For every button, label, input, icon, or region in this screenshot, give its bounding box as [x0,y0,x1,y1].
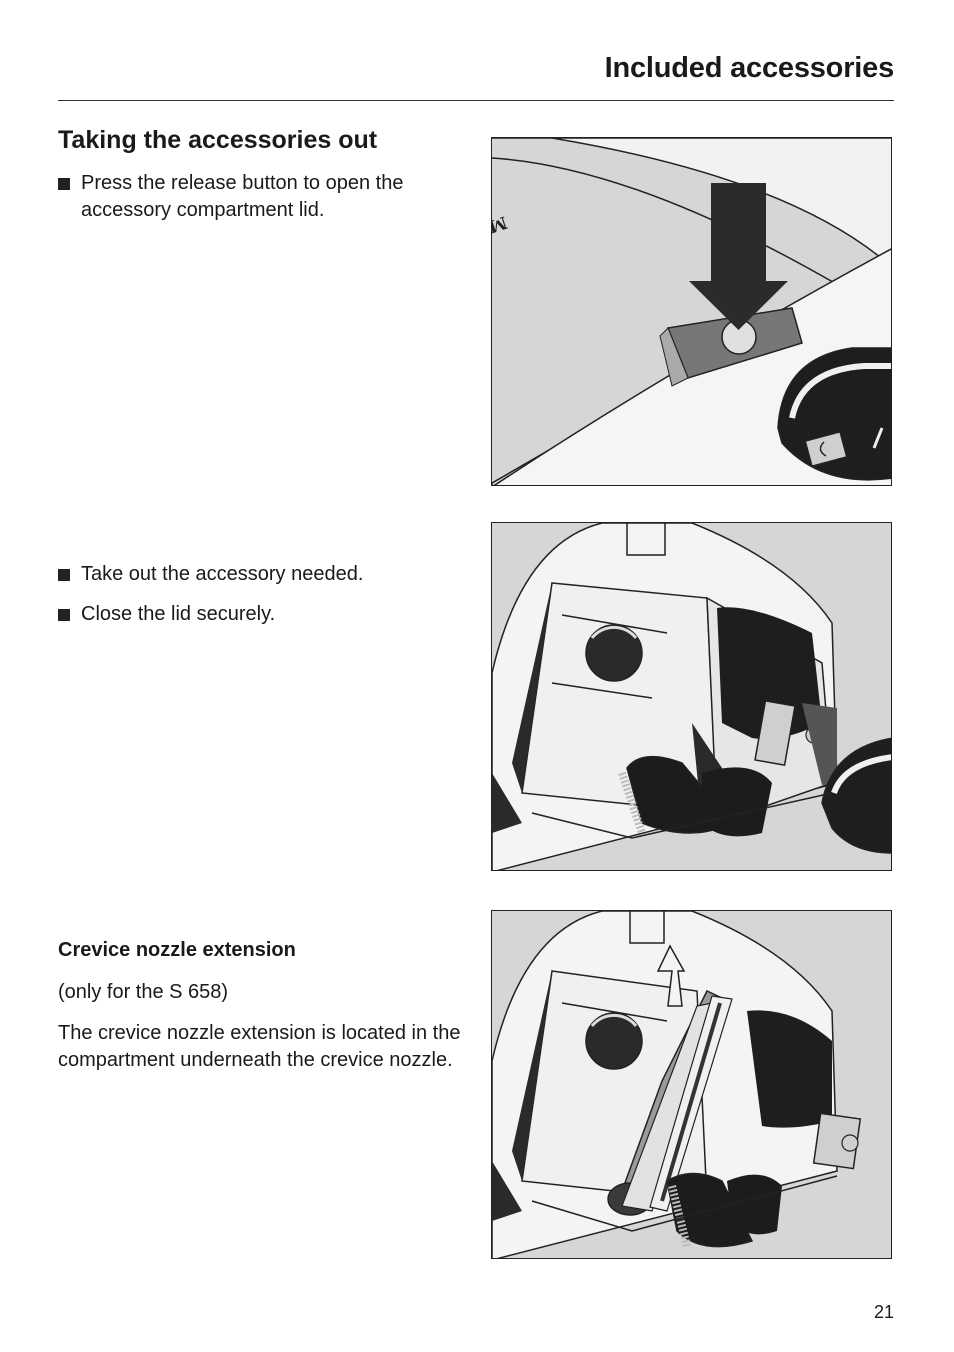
open-compartment-illustration [492,523,891,870]
step-text: Close the lid securely. [81,603,276,625]
release-button-illustration: Miele [492,138,891,485]
arrow-up-icon [656,944,686,1007]
release-button-icon [841,1134,859,1152]
figure-open-compartment [491,522,892,871]
bullet-square-icon [58,569,70,581]
crevice-body: The crevice nozzle extension is located … [58,1022,461,1071]
crevice-note: (only for the S 658) [58,981,229,1003]
step-open-lid: Press the release button to open the acc… [58,170,458,224]
crevice-extension-illustration [492,911,891,1258]
figure-crevice-extension [491,910,892,1259]
step-text: Press the release button to open the acc… [81,172,404,221]
step-take-out: Take out the accessory needed. [58,561,458,588]
figure-release-button: Miele [491,137,892,486]
crevice-title: Crevice nozzle extension [58,939,296,961]
bullet-square-icon [58,178,70,190]
bullet-square-icon [58,609,70,621]
section-title: Taking the accessories out [58,126,378,154]
header-divider [58,100,894,101]
page-header-title: Included accessories [604,52,895,84]
step-text: Take out the accessory needed. [81,563,364,585]
arrow-down-icon [689,183,788,330]
step-close-lid: Close the lid securely. [58,601,458,628]
page-number: 21 [873,1302,894,1322]
